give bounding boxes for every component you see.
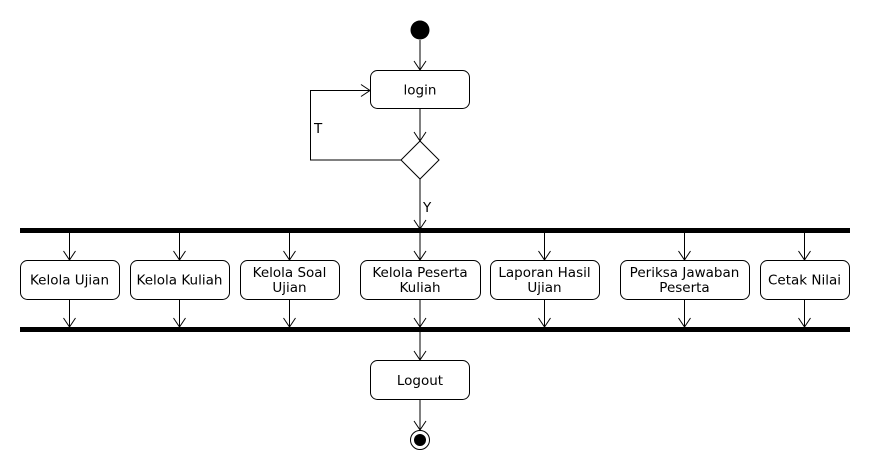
- activity-label-6-line-2: Peserta: [659, 280, 709, 296]
- arrowhead-retry-loop: [360, 84, 371, 97]
- start-node: [410, 20, 430, 40]
- login-label: login: [404, 83, 437, 99]
- activity-label-3-line-2: Ujian: [272, 280, 306, 296]
- edge-retry-loop: [310, 90, 401, 161]
- activity-node-7: [760, 260, 850, 300]
- decision-node: [400, 140, 440, 180]
- activity-node-4: [360, 260, 481, 300]
- activity-node-3: [240, 260, 340, 300]
- activity-label-1-line-1: Kelola Ujian: [30, 273, 109, 289]
- activity-label-3-line-1: Kelola Soal: [253, 265, 327, 281]
- activity-label-4-line-2: Kuliah: [399, 280, 440, 296]
- activity-label-7-line-1: Cetak Nilai: [768, 273, 841, 289]
- activity-node-2: [130, 260, 230, 300]
- activity-node-1: [20, 260, 120, 300]
- activity-label-2-line-1: Kelola Kuliah: [137, 273, 223, 289]
- logout-label: Logout: [397, 373, 443, 389]
- guard-continue-label: Y: [422, 200, 432, 216]
- activity-node-6: [620, 260, 750, 300]
- join-bar: [20, 327, 850, 332]
- fork-bar: [20, 228, 850, 233]
- login-action: [370, 70, 470, 109]
- activity-label-5-line-2: Ujian: [527, 280, 561, 296]
- guard-retry-label: T: [313, 121, 323, 137]
- activity-node-5: [490, 260, 600, 300]
- end-node-dot: [414, 434, 426, 446]
- activity-label-6-line-1: Periksa Jawaban: [630, 265, 740, 281]
- activity-label-4-line-1: Kelola Peserta: [372, 265, 467, 281]
- activity-label-5-line-1: Laporan Hasil: [498, 265, 590, 281]
- logout-action: [370, 360, 470, 400]
